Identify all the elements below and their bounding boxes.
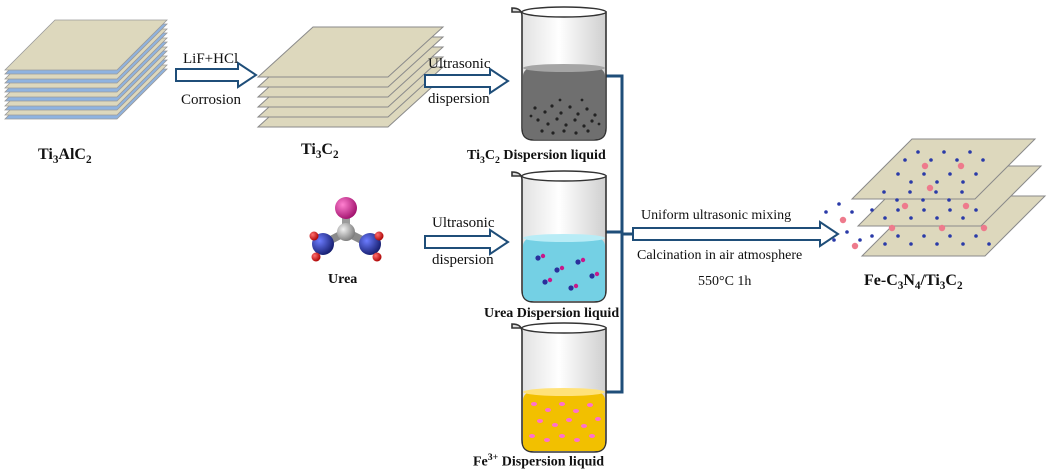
product-stack (824, 138, 1047, 257)
urea-label: Urea (328, 272, 358, 287)
urea-beaker (511, 170, 607, 303)
ultrasonic-arrow-top (424, 67, 510, 95)
fe-beaker (511, 322, 607, 453)
dispersion-label-top: dispersion (428, 91, 490, 107)
ti3alc2-stack (4, 19, 168, 120)
ultrasonic-arrow-middle (424, 228, 510, 256)
mixing-arrow (632, 220, 840, 248)
process-arrows (175, 61, 840, 256)
mixing-label: Uniform ultrasonic mixing (641, 208, 792, 223)
dispersion-label-middle: dispersion (432, 252, 494, 268)
etch-reagent-label: LiF+HCl (183, 51, 239, 67)
ultrasonic-label-top: Ultrasonic (428, 56, 491, 72)
etch-process-label: Corrosion (181, 92, 241, 108)
ultrasonic-label-middle: Ultrasonic (432, 215, 495, 231)
ti3c2-label: Ti3C2 (301, 141, 339, 162)
ti3c2-stack (256, 26, 445, 128)
condition-label: 550°C 1h (698, 274, 752, 289)
ti3c2-beaker-label: Ti3C2 Dispersion liquid (467, 148, 606, 166)
merge-bracket (604, 74, 633, 394)
product-label: Fe-C3N4/Ti3C2 (864, 272, 963, 293)
calcination-label: Calcination in air atmosphere (637, 248, 803, 263)
urea-molecule (309, 197, 384, 262)
ti3c2-beaker (511, 6, 607, 141)
etch-arrow (175, 61, 258, 89)
urea-beaker-label: Urea Dispersion liquid (484, 306, 620, 321)
ti3alc2-label: Ti3AlC2 (38, 146, 92, 167)
fe-beaker-label: Fe3+ Dispersion liquid (473, 452, 605, 470)
